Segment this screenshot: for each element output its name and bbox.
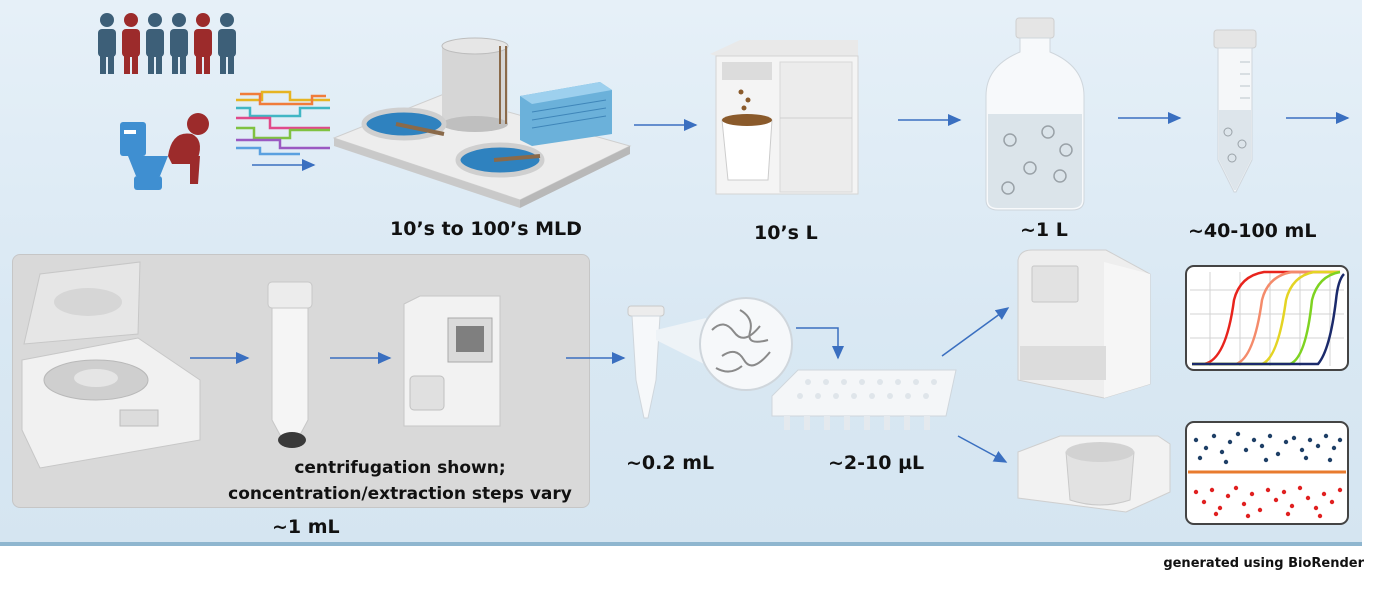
concentration-note-line2: concentration/extraction steps vary [228, 484, 572, 504]
volume-concentrate-label: ~1 mL [272, 516, 340, 538]
arrow-rna-to-plate [796, 327, 844, 360]
dpcr-partition-plot-icon [1185, 421, 1349, 525]
volume-bottle-label: ~1 L [1020, 219, 1068, 241]
credit-text: generated using BioRender [1163, 556, 1364, 571]
volume-tube-label: ~40-100 mL [1188, 220, 1317, 242]
extraction-instrument-icon [403, 295, 501, 427]
qpcr-instrument-icon [1017, 249, 1151, 399]
concentration-note: centrifugation shown; concentration/extr… [214, 455, 586, 507]
workflow-arrows [190, 112, 1350, 463]
microcentrifuge-tube-icon [627, 305, 665, 419]
toilet-person-icon [120, 113, 209, 190]
concentration-note-line1: centrifugation shown; [294, 458, 506, 478]
pcr-plate-icon [771, 369, 957, 430]
autosampler-icon [710, 40, 859, 195]
arrow-plate-to-dpcr [957, 435, 1008, 463]
volume-extract-label: ~0.2 mL [626, 452, 715, 474]
sample-bottle-icon [985, 17, 1085, 211]
volume-sewershed-label: 10’s to 100’s MLD [390, 218, 582, 240]
people-icon [98, 13, 236, 74]
rna-magnified-icon [656, 297, 793, 391]
dpcr-instrument-icon [1017, 435, 1171, 513]
volume-composite-label: 10’s L [754, 222, 818, 244]
sewer-network-icon [236, 90, 330, 156]
arrow-plate-to-qpcr [941, 307, 1010, 357]
divider-line [0, 542, 1362, 546]
pelleted-tube-icon [267, 281, 313, 448]
conical-tube-icon [1213, 29, 1257, 193]
centrifuge-icon [21, 261, 201, 469]
amplification-curve-icon [1185, 265, 1349, 371]
treatment-plant-icon [332, 37, 632, 208]
volume-assay-label: ~2-10 µL [828, 452, 925, 474]
